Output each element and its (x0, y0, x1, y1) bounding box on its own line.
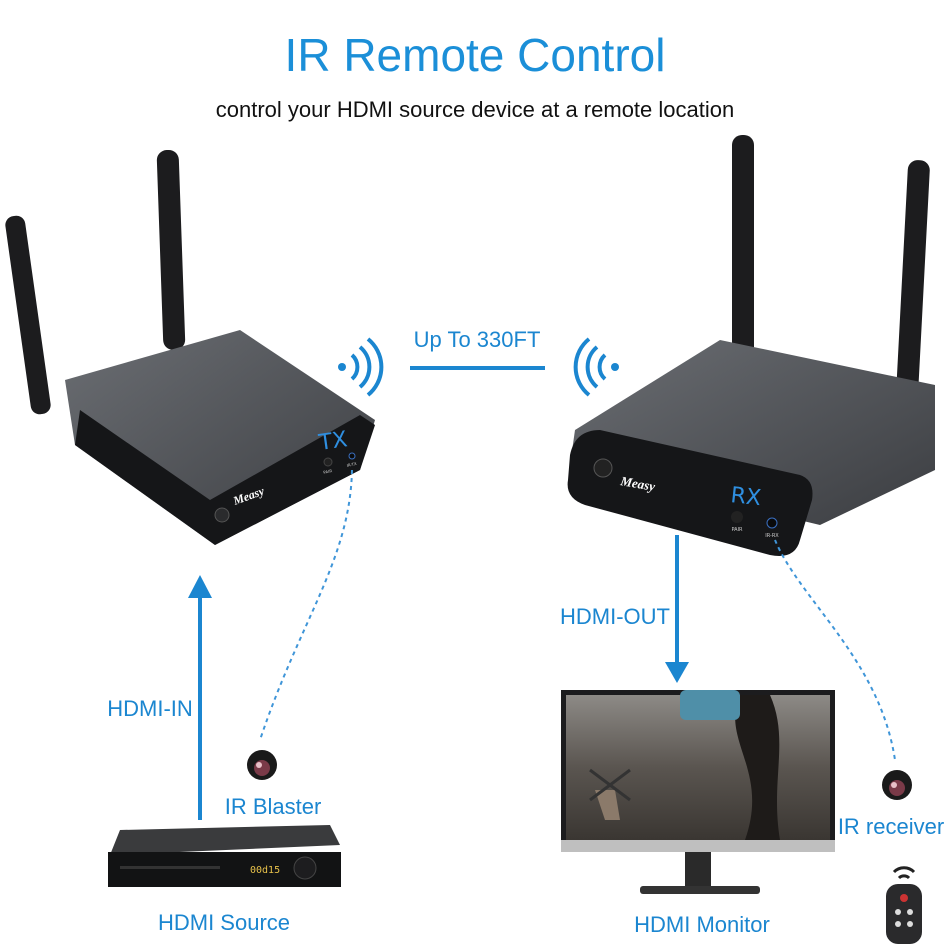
tx-port-label: IR-TX (346, 461, 357, 468)
rx-brand-logo: Measy (618, 473, 656, 494)
ir-blaster-label: IR Blaster (224, 794, 322, 819)
ir-blaster-icon (247, 750, 277, 780)
rx-port-label: IR-RX (765, 533, 779, 539)
hdmi-in-label: HDMI-IN (107, 696, 193, 721)
range-label: Up To 330FT (413, 327, 541, 352)
rx-pair-button (731, 511, 743, 523)
tx-power-button (214, 507, 230, 523)
tx-label: TX (316, 427, 349, 456)
page-title: IR Remote Control (284, 29, 666, 81)
rx-pair-label: PAIR (731, 527, 743, 533)
rx-label: RX (729, 483, 762, 511)
ir-receiver-cable (774, 539, 896, 761)
hdmi-out-arrow (665, 535, 689, 683)
tx-pair-button (323, 457, 333, 467)
rx-ir-port (766, 517, 778, 529)
ir-blaster-cable (259, 469, 353, 741)
tx-antennas (5, 149, 186, 415)
hdmi-source-player: 00d15 (108, 825, 341, 887)
rx-antennas (732, 135, 930, 400)
ir-receiver-label: IR receiver (837, 814, 945, 839)
hdmi-out-label: HDMI-OUT (560, 604, 670, 629)
remote-control-icon (886, 866, 922, 944)
tx-device: TX Measy PAIR IR-TX (65, 330, 375, 545)
page-subtitle: control your HDMI source device at a rem… (215, 97, 735, 122)
player-display: 00d15 (250, 865, 280, 876)
ir-receiver-icon (882, 770, 912, 800)
hdmi-monitor-label: HDMI Monitor (634, 912, 770, 937)
tx-pair-label: PAIR (323, 468, 333, 475)
hdmi-in-arrow (188, 575, 212, 820)
hdmi-monitor (561, 690, 835, 894)
wifi-signal-icon-rx (573, 337, 619, 397)
tx-ir-port (348, 452, 356, 460)
wifi-signal-icon-tx (338, 337, 384, 397)
rx-device: RX Measy PAIR IR-RX (567, 340, 935, 556)
rx-power-button (593, 458, 613, 478)
hdmi-source-label: HDMI Source (157, 910, 291, 935)
